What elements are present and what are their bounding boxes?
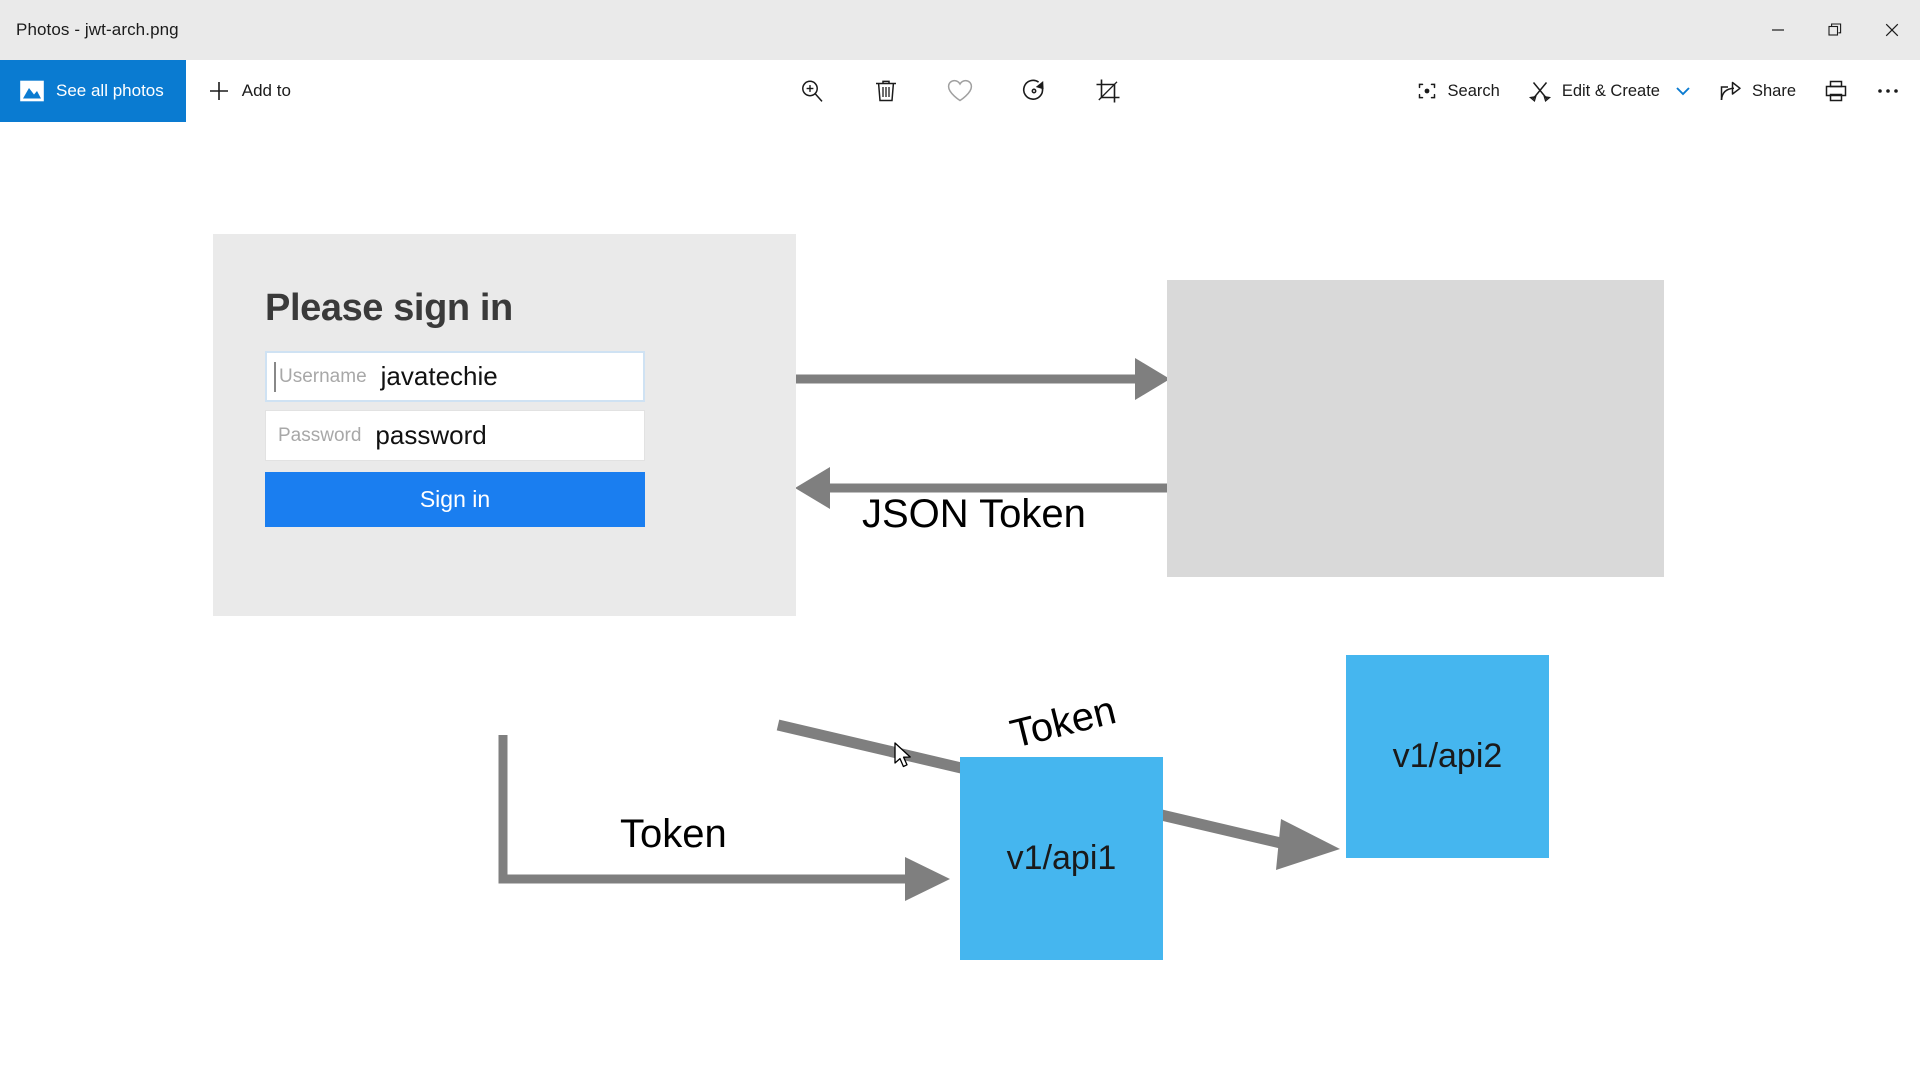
api-box-v1-api1: v1/api1 bbox=[960, 757, 1163, 960]
see-all-photos-button[interactable]: See all photos bbox=[0, 60, 186, 122]
magnifier-plus-icon bbox=[802, 80, 823, 102]
crop-icon bbox=[1096, 79, 1120, 103]
restore-button[interactable] bbox=[1806, 0, 1863, 60]
sign-in-label: Sign in bbox=[419, 486, 491, 512]
arrow-login-to-spring bbox=[796, 358, 1170, 400]
rotate-icon bbox=[1022, 79, 1044, 100]
command-bar: See all photos Add to bbox=[0, 60, 1920, 122]
window-title: Photos - jwt-arch.png bbox=[16, 20, 179, 39]
api-box-v1-api2-label: v1/api2 bbox=[1392, 737, 1503, 775]
edit-and-create-label: Edit & Create bbox=[1561, 81, 1660, 100]
crop-button[interactable] bbox=[1086, 69, 1130, 113]
print-button[interactable] bbox=[1812, 69, 1860, 113]
spring-application-box bbox=[1167, 280, 1664, 577]
close-button[interactable] bbox=[1863, 0, 1920, 60]
favorite-button[interactable] bbox=[938, 69, 982, 113]
login-panel: Please sign in Username javatechie Passw… bbox=[213, 234, 796, 616]
share-arrow-icon bbox=[1720, 81, 1741, 101]
arrow-spring-to-login bbox=[795, 467, 1175, 509]
minimize-button[interactable] bbox=[1749, 0, 1806, 60]
command-bar-center bbox=[790, 60, 1130, 122]
rotate-button[interactable] bbox=[1012, 69, 1056, 113]
label-json-token: JSON Token bbox=[862, 492, 1086, 536]
printer-icon bbox=[1825, 80, 1847, 102]
api-box-v1-api2: v1/api2 bbox=[1346, 655, 1549, 858]
username-placeholder: Username bbox=[279, 365, 367, 387]
edit-and-create-button[interactable]: Edit & Create bbox=[1516, 69, 1702, 113]
share-label: Share bbox=[1751, 81, 1796, 100]
share-button[interactable]: Share bbox=[1706, 69, 1808, 113]
heart-icon bbox=[947, 79, 973, 102]
command-bar-left: See all photos Add to bbox=[0, 60, 315, 122]
photo-icon bbox=[20, 80, 44, 102]
search-label: Search bbox=[1447, 81, 1500, 100]
login-heading: Please sign in bbox=[265, 287, 513, 329]
restore-icon bbox=[1827, 23, 1841, 36]
trash-icon bbox=[876, 80, 896, 102]
close-icon bbox=[1885, 23, 1898, 37]
plus-icon bbox=[209, 82, 228, 100]
label-token-bottom: Token bbox=[620, 812, 727, 856]
minimize-icon bbox=[1771, 29, 1784, 31]
username-field[interactable]: Username javatechie bbox=[265, 351, 645, 402]
password-placeholder: Password bbox=[278, 424, 362, 446]
chevron-down-icon bbox=[1676, 87, 1690, 96]
search-button[interactable]: Search bbox=[1404, 69, 1512, 113]
see-all-photos-label: See all photos bbox=[56, 81, 164, 100]
image-viewport[interactable]: Please sign in Username javatechie Passw… bbox=[0, 122, 1920, 1080]
add-to-button[interactable]: Add to bbox=[186, 60, 315, 122]
pencil-cross-icon bbox=[1528, 82, 1551, 103]
sign-in-button[interactable]: Sign in bbox=[265, 472, 645, 527]
delete-button[interactable] bbox=[864, 69, 908, 113]
ellipsis-icon bbox=[1878, 89, 1898, 93]
zoom-in-button[interactable] bbox=[790, 69, 834, 113]
window-controls bbox=[1749, 0, 1920, 60]
password-field[interactable]: Password password bbox=[265, 410, 645, 461]
search-focus-icon bbox=[1418, 83, 1435, 99]
mouse-cursor bbox=[894, 742, 911, 768]
add-to-label: Add to bbox=[241, 81, 291, 100]
title-bar: Photos - jwt-arch.png bbox=[0, 0, 1920, 60]
jwt-architecture-diagram: Please sign in Username javatechie Passw… bbox=[0, 122, 1920, 1080]
arrow-login-to-api1 bbox=[498, 735, 950, 901]
command-bar-right: Search Edit & Create bbox=[1404, 60, 1912, 122]
username-value: javatechie bbox=[380, 361, 498, 391]
text-caret bbox=[274, 362, 276, 392]
api-box-v1-api1-label: v1/api1 bbox=[1006, 839, 1117, 877]
more-options-button[interactable] bbox=[1864, 69, 1912, 113]
password-value: password bbox=[375, 420, 487, 450]
